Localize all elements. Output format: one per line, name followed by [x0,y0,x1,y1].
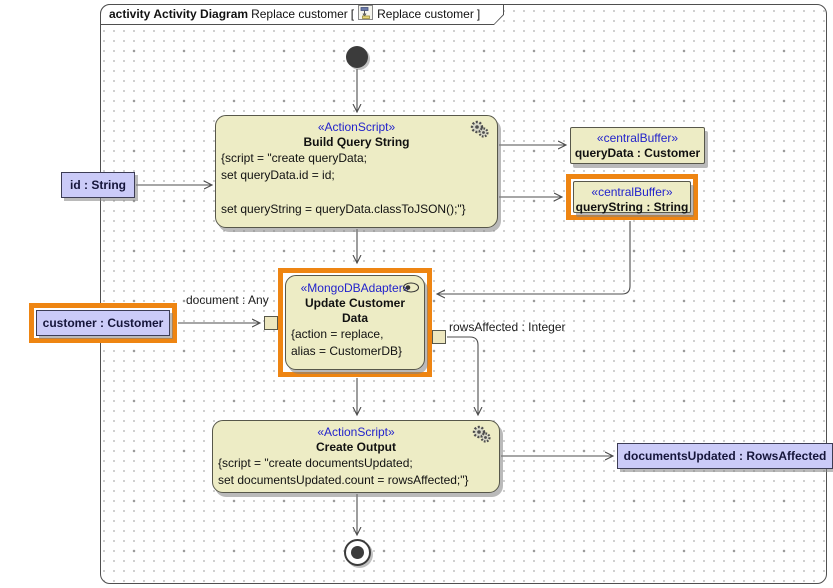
selection-highlight-querystring: «centralBuffer» queryString : String [566,174,698,220]
pin-label-rowsaffected: rowsAffected : Integer [449,320,566,334]
frame-diagram-name: Replace customer [251,7,348,21]
diagram-frame-title: activity Activity Diagram Replace custom… [109,5,481,23]
script-line [216,184,497,201]
initial-node[interactable] [346,46,368,68]
stereotype-label: «MongoDBAdapter» [300,281,410,295]
central-buffer-querydata[interactable]: «centralBuffer» queryData : Customer [570,127,705,164]
gears-icon [470,425,493,447]
activity-parameter-customer[interactable]: customer : Customer [36,310,170,336]
selection-highlight-customer: customer : Customer [29,303,177,343]
pin-label-document: document : Any [186,293,269,307]
frame-diagram-type: Activity Diagram [153,7,249,21]
input-pin-document[interactable] [264,316,278,330]
frame-keyword: activity [109,7,151,21]
central-buffer-querystring[interactable]: «centralBuffer» queryString : String [573,181,691,214]
gears-icon [468,120,491,142]
tag-line: alias = CustomerDB} [291,344,403,358]
diagram-frame-header [100,4,504,25]
script-line: {script = "create documentsUpdated; [218,456,413,470]
stereotype-label: «ActionScript» [317,120,396,134]
buffer-name: queryString : String [575,200,689,214]
stereotype-label: «centralBuffer» [596,131,679,145]
activity-parameter-documentsupdated[interactable]: documentsUpdated : RowsAffected [617,443,833,469]
output-pin-rowsaffected[interactable] [432,330,446,344]
frame-bracket-close: ] [476,7,481,21]
action-build-query-string[interactable]: «ActionScript» Build Query String {scrip… [215,115,498,228]
parameter-label: id : String [70,178,126,192]
action-create-output[interactable]: «ActionScript» Create Output {script = "… [212,420,500,493]
action-name: Create Output [315,440,396,454]
script-line: set queryString = queryData.classToJSON(… [221,202,466,216]
script-line: set queryData.id = id; [221,168,335,182]
script-line: set documentsUpdated.count = rowsAffecte… [218,473,469,487]
script-line: {script = "create queryData; [221,151,367,165]
activity-final-dot [351,546,364,559]
action-name: Update Customer Data [304,296,405,325]
behavior-toggle-icon [402,282,420,296]
activity-final-node[interactable] [344,539,371,566]
stereotype-label: «ActionScript» [317,425,395,439]
activity-diagram-icon [358,5,374,23]
buffer-name: queryData : Customer [574,146,701,160]
selection-highlight-update-customer: «MongoDBAdapter» Update Customer Data {a… [278,268,432,377]
stereotype-label: «centralBuffer» [591,185,673,199]
frame-bracket-open: [ [350,7,355,21]
activity-parameter-id[interactable]: id : String [61,172,135,198]
action-update-customer-data[interactable]: «MongoDBAdapter» Update Customer Data {a… [285,275,425,370]
parameter-label: customer : Customer [42,316,164,330]
tag-line: {action = replace, [291,327,384,341]
action-name: Build Query String [303,135,410,149]
parameter-label: documentsUpdated : RowsAffected [623,449,827,463]
frame-ref-name: Replace customer [377,7,474,21]
